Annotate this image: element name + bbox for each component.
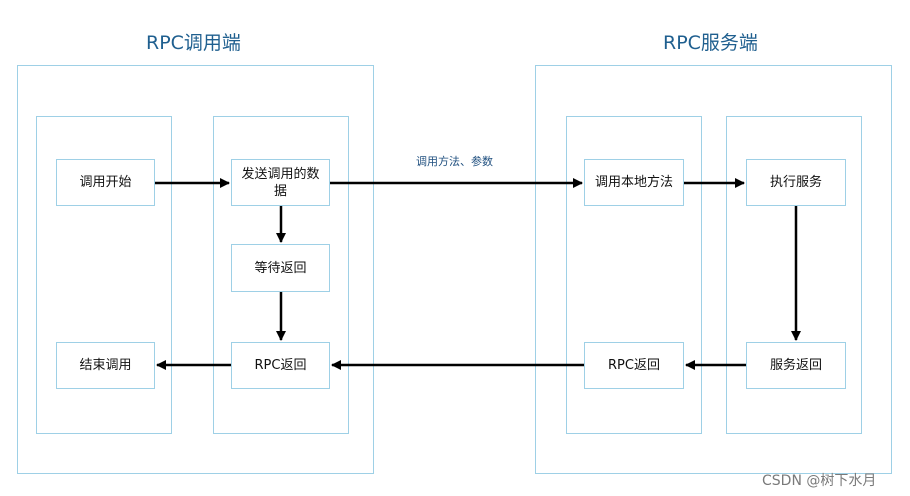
- node-rpc-return-client: RPC返回: [231, 342, 330, 389]
- server-lane-left: [566, 116, 702, 434]
- node-execute-service: 执行服务: [746, 159, 846, 206]
- server-container: [535, 65, 892, 474]
- client-container: [17, 65, 374, 474]
- client-title: RPC调用端: [146, 32, 241, 54]
- watermark: CSDN @树下水月: [762, 473, 877, 489]
- node-service-return: 服务返回: [746, 342, 846, 389]
- node-rpc-return-server: RPC返回: [584, 342, 684, 389]
- node-send-data: 发送调用的数据: [231, 159, 330, 206]
- node-start-call: 调用开始: [56, 159, 155, 206]
- node-wait-return: 等待返回: [231, 244, 330, 292]
- client-lane-right: [213, 116, 349, 434]
- server-lane-right: [726, 116, 862, 434]
- node-end-call: 结束调用: [56, 342, 155, 389]
- edge-label-method-params: 调用方法、参数: [416, 155, 493, 168]
- node-call-local-method: 调用本地方法: [584, 159, 684, 206]
- client-lane-left: [36, 116, 172, 434]
- server-title: RPC服务端: [663, 32, 758, 54]
